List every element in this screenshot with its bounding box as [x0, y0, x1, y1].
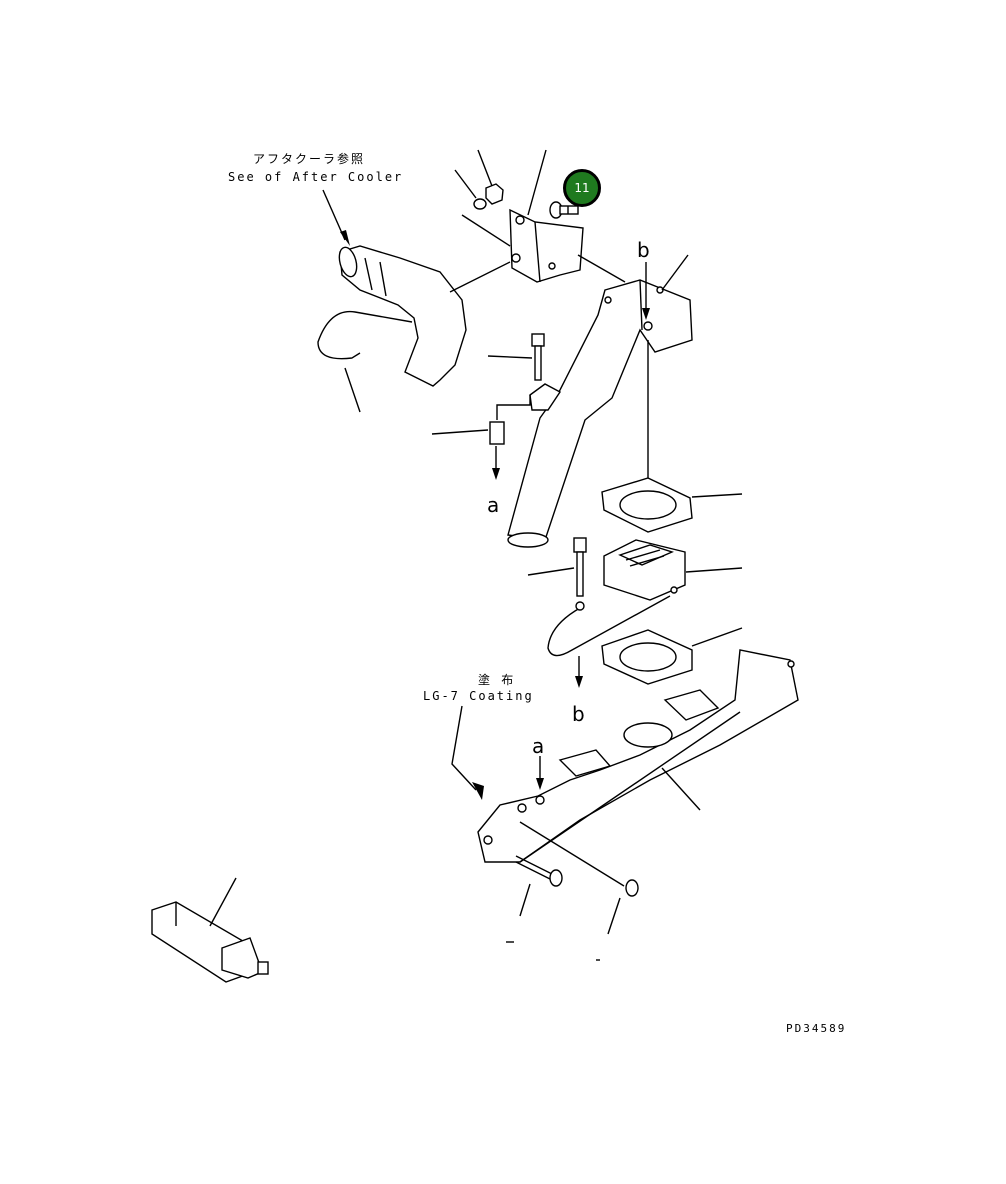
- ref-a-upper-label: a: [487, 493, 500, 517]
- drawing-id: PD34589: [786, 1022, 847, 1035]
- bolt-11: [549, 201, 579, 219]
- ref-b-arrow-lower: [575, 656, 583, 688]
- after-cooler-pipe: [338, 245, 511, 387]
- long-bolt: [527, 537, 587, 597]
- after-cooler-leader: [322, 189, 350, 246]
- ref-b-arrow-upper: [642, 262, 650, 320]
- u-bolt-clamp: [317, 310, 413, 413]
- nut-and-washer: [454, 149, 504, 210]
- ref-a-arrow-lower: [536, 756, 544, 790]
- spacer-collar: [431, 395, 531, 480]
- heater-plug: [151, 877, 269, 983]
- coating-label-en: LG-7 Coating: [423, 689, 534, 703]
- callout-11[interactable]: 11: [563, 169, 601, 207]
- ref-a-lower-label: a: [532, 734, 545, 758]
- heater-wire: [547, 595, 671, 657]
- upper-bolt: [487, 333, 545, 381]
- intake-heater-body: [603, 539, 743, 601]
- gasket-upper: [601, 477, 743, 533]
- mounting-bracket: [461, 149, 626, 283]
- connector-tube: [507, 254, 693, 548]
- manifold-bolt-left: [515, 855, 563, 917]
- coating-leader: [451, 705, 484, 800]
- intake-manifold: [477, 649, 799, 863]
- after-cooler-label-jp: アフタクーラ参照: [253, 152, 366, 166]
- ref-b-upper-label: b: [637, 238, 650, 262]
- manifold-bolt-right: [519, 821, 639, 935]
- ref-b-lower-label: b: [572, 702, 585, 726]
- after-cooler-label-en: See of After Cooler: [228, 170, 404, 184]
- coating-label-jp: 塗 布: [478, 673, 516, 687]
- gasket-lower: [601, 627, 743, 685]
